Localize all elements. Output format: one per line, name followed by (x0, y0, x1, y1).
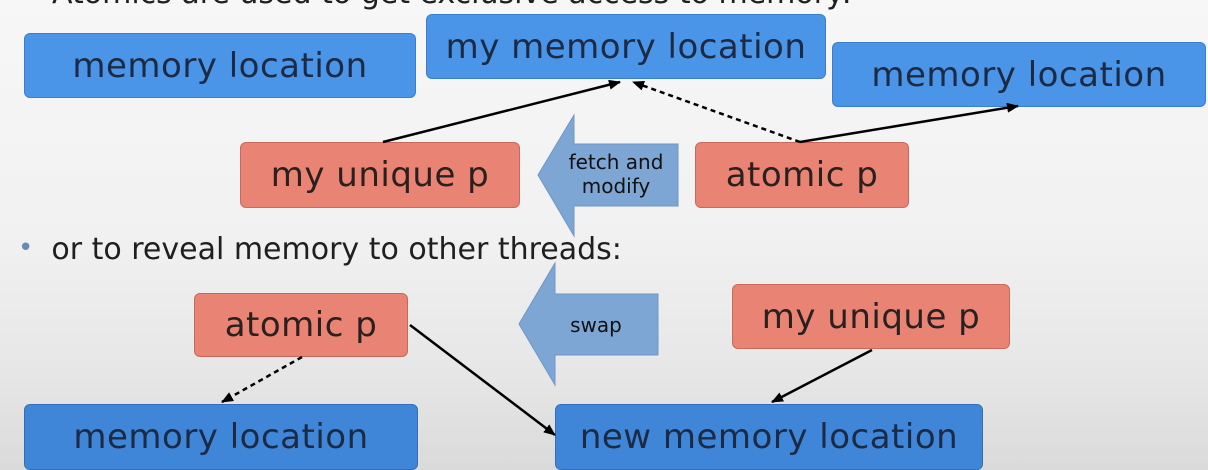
atomic-p-box: atomic p (695, 142, 909, 208)
swap-label: swap (570, 313, 622, 337)
fetch-and-modify-arrow-shape (537, 113, 679, 238)
heading-line: Atomics are used to get exclusive access… (0, 0, 1208, 16)
my-unique-p-label-bottom: my unique p (761, 296, 981, 337)
new-memory-location-box: new memory location (555, 404, 983, 470)
memory-location-left-box: memory location (24, 33, 416, 98)
memory-location-bottom-label: memory location (73, 417, 369, 457)
memory-location-right-box: memory location (832, 42, 1206, 107)
atomic-p-box-bottom: atomic p (194, 293, 408, 357)
atomic-p-to-new-memory-arrow (409, 324, 556, 436)
my-unique-p-label: my unique p (270, 155, 490, 195)
my-memory-location-label: my memory location (445, 26, 807, 67)
atomic-p-to-my-memory-dashed-arrow (632, 80, 801, 144)
fetch-and-modify-label: fetch and modify (568, 150, 664, 198)
unique-p-to-new-memory-arrow (771, 348, 873, 404)
new-memory-location-label: new memory location (579, 417, 959, 457)
atomic-p-to-memory-right-arrow (799, 102, 1019, 144)
bullet-text: or to reveal memory to other threads: (51, 232, 622, 267)
my-memory-location-box: my memory location (426, 14, 826, 79)
atomic-p-to-memory-dashed-arrow (221, 355, 303, 404)
swap-arrow-shape (518, 261, 659, 387)
memory-location-right-label: memory location (871, 54, 1167, 95)
atomic-p-label: atomic p (725, 155, 879, 195)
memory-location-left-label: memory location (72, 45, 368, 86)
my-unique-p-box: my unique p (240, 142, 520, 208)
my-unique-p-box-bottom: my unique p (732, 284, 1010, 349)
atomic-p-label-bottom: atomic p (224, 305, 378, 345)
heading-text: Atomics are used to get exclusive access… (52, 0, 852, 11)
bullet-dot-icon: • (18, 233, 34, 263)
bullet-item: • or to reveal memory to other threads: (18, 232, 622, 272)
unique-p-to-my-memory-arrow (382, 79, 621, 144)
